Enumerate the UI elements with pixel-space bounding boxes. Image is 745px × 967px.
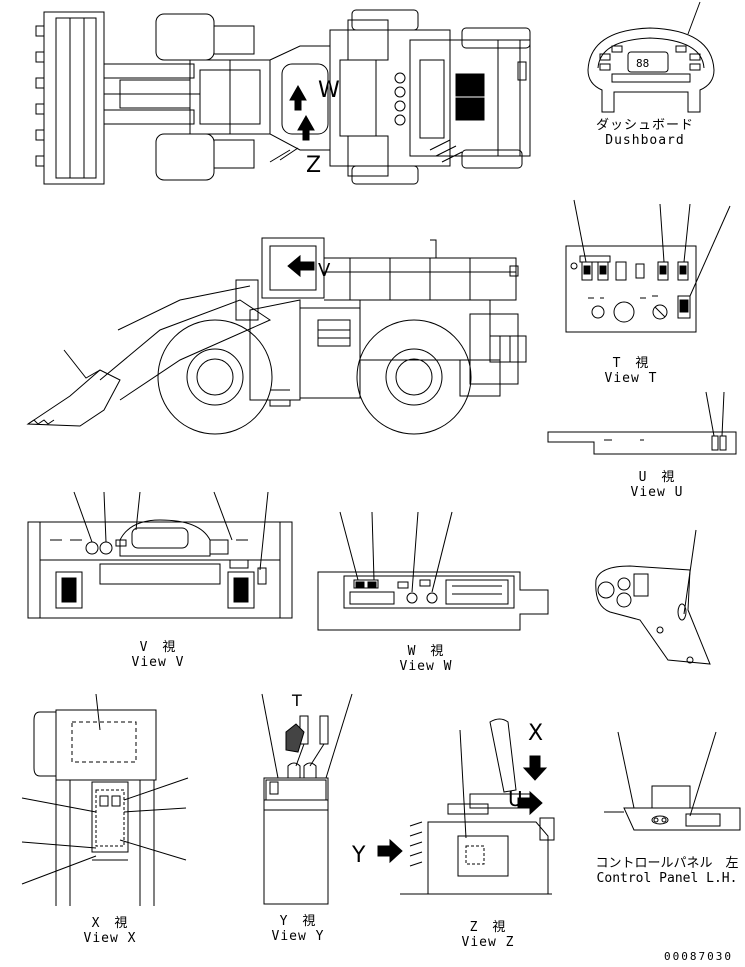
- control-panel-lh-drawing: [604, 731, 741, 831]
- caption-dashboard-en: Dushboard: [605, 133, 685, 148]
- caption-control-panel-en: Control Panel L.H.: [596, 871, 738, 886]
- caption-view-u-en: View U: [630, 485, 684, 500]
- caption-view-z-en: View Z: [461, 935, 515, 950]
- view-y-drawing: [261, 693, 353, 905]
- loader-top-view: [35, 9, 531, 185]
- caption-control-panel-jp: コントロールパネル 左: [595, 856, 739, 871]
- view-x-drawing: [21, 693, 189, 906]
- caption-view-x-jp: X 視: [91, 916, 129, 931]
- caption-view-t-jp: T 視: [612, 356, 650, 371]
- caption-view-x-en: View X: [83, 931, 137, 946]
- caption-view-y: Y 視 View Y: [258, 914, 338, 944]
- caption-view-v-jp: V 視: [139, 640, 177, 655]
- caption-view-u-jp: U 視: [638, 470, 676, 485]
- view-v-drawing: [27, 491, 293, 619]
- caption-view-w-jp: W 視: [407, 644, 445, 659]
- view-letter-u: U: [508, 787, 523, 811]
- view-u-drawing: [547, 391, 737, 455]
- drawing-number: 00087030: [664, 950, 733, 963]
- caption-view-u: U 視 View U: [622, 470, 692, 500]
- caption-dashboard-jp: ダッシュボード: [595, 118, 694, 133]
- dashboard-display: 88: [636, 57, 649, 70]
- caption-view-w-en: View W: [399, 659, 453, 674]
- view-w-drawing: [317, 511, 549, 631]
- caption-view-z-jp: Z 視: [469, 920, 507, 935]
- caption-dashboard: ダッシュボード Dushboard: [586, 118, 704, 148]
- view-letter-x: X: [528, 721, 543, 746]
- caption-view-y-jp: Y 視: [279, 914, 317, 929]
- caption-view-t: T 視 View T: [596, 356, 666, 386]
- loader-side-view: [26, 237, 527, 435]
- caption-view-v-en: View V: [131, 655, 185, 670]
- caption-view-w: W 視 View W: [386, 644, 466, 674]
- caption-view-z: Z 視 View Z: [448, 920, 528, 950]
- view-letter-y: Y: [351, 843, 366, 868]
- view-letter-v: V: [318, 260, 331, 281]
- dashboard-drawing: [587, 1, 715, 113]
- view-letter-t: T: [291, 691, 302, 710]
- caption-view-y-en: View Y: [271, 929, 325, 944]
- view-t-drawing: [565, 199, 731, 333]
- view-letter-w-label: W: [318, 78, 340, 103]
- caption-view-t-en: View T: [604, 371, 658, 386]
- view-z-drawing: [377, 718, 555, 895]
- caption-view-v: V 視 View V: [118, 640, 198, 670]
- caption-view-x: X 視 View X: [70, 916, 150, 946]
- view-letter-z: Z: [306, 153, 321, 178]
- caption-control-panel-lh: コントロールパネル 左 Control Panel L.H.: [590, 856, 744, 886]
- right-console-drawing: [595, 529, 711, 665]
